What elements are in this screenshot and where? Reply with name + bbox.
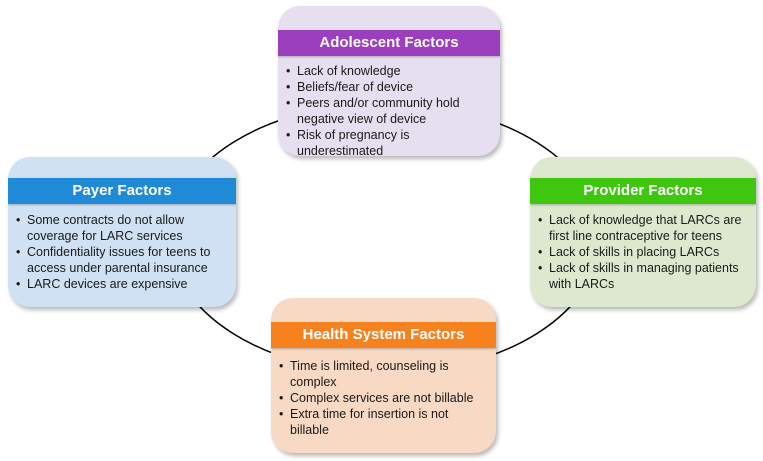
health-system-factors-card: Health System Factors Time is limited, c… xyxy=(271,298,496,453)
provider-factors-list: Lack of knowledge that LARCs are first l… xyxy=(538,212,748,292)
list-item: Risk of pregnancy is underestimated xyxy=(286,127,491,156)
payer-factors-card: Payer Factors Some contracts do not allo… xyxy=(8,157,236,307)
adolescent-factors-card: Adolescent Factors Lack of knowledge Bel… xyxy=(278,6,500,156)
provider-factors-title: Provider Factors xyxy=(530,178,756,204)
list-item: LARC devices are expensive xyxy=(16,276,231,292)
payer-factors-title: Payer Factors xyxy=(8,178,236,204)
adolescent-factors-title: Adolescent Factors xyxy=(278,30,500,56)
payer-factors-list: Some contracts do not allow coverage for… xyxy=(16,212,231,292)
list-item: Extra time for insertion is not billable xyxy=(279,406,489,438)
list-item: Beliefs/fear of device xyxy=(286,79,491,95)
list-item: Lack of skills in placing LARCs xyxy=(538,244,748,260)
list-item: Some contracts do not allow coverage for… xyxy=(16,212,231,244)
adolescent-factors-list: Lack of knowledge Beliefs/fear of device… xyxy=(286,63,491,156)
list-item: Confidentiality issues for teens to acce… xyxy=(16,244,231,276)
list-item: Complex services are not billable xyxy=(279,390,489,406)
list-item: Peers and/or community hold negative vie… xyxy=(286,95,491,127)
health-system-factors-list: Time is limited, counseling is complex C… xyxy=(279,358,489,438)
provider-factors-card: Provider Factors Lack of knowledge that … xyxy=(530,157,756,307)
list-item: Lack of skills in managing patients with… xyxy=(538,260,748,292)
list-item: Lack of knowledge xyxy=(286,63,491,79)
health-system-factors-title: Health System Factors xyxy=(271,322,496,348)
list-item: Time is limited, counseling is complex xyxy=(279,358,489,390)
list-item: Lack of knowledge that LARCs are first l… xyxy=(538,212,748,244)
